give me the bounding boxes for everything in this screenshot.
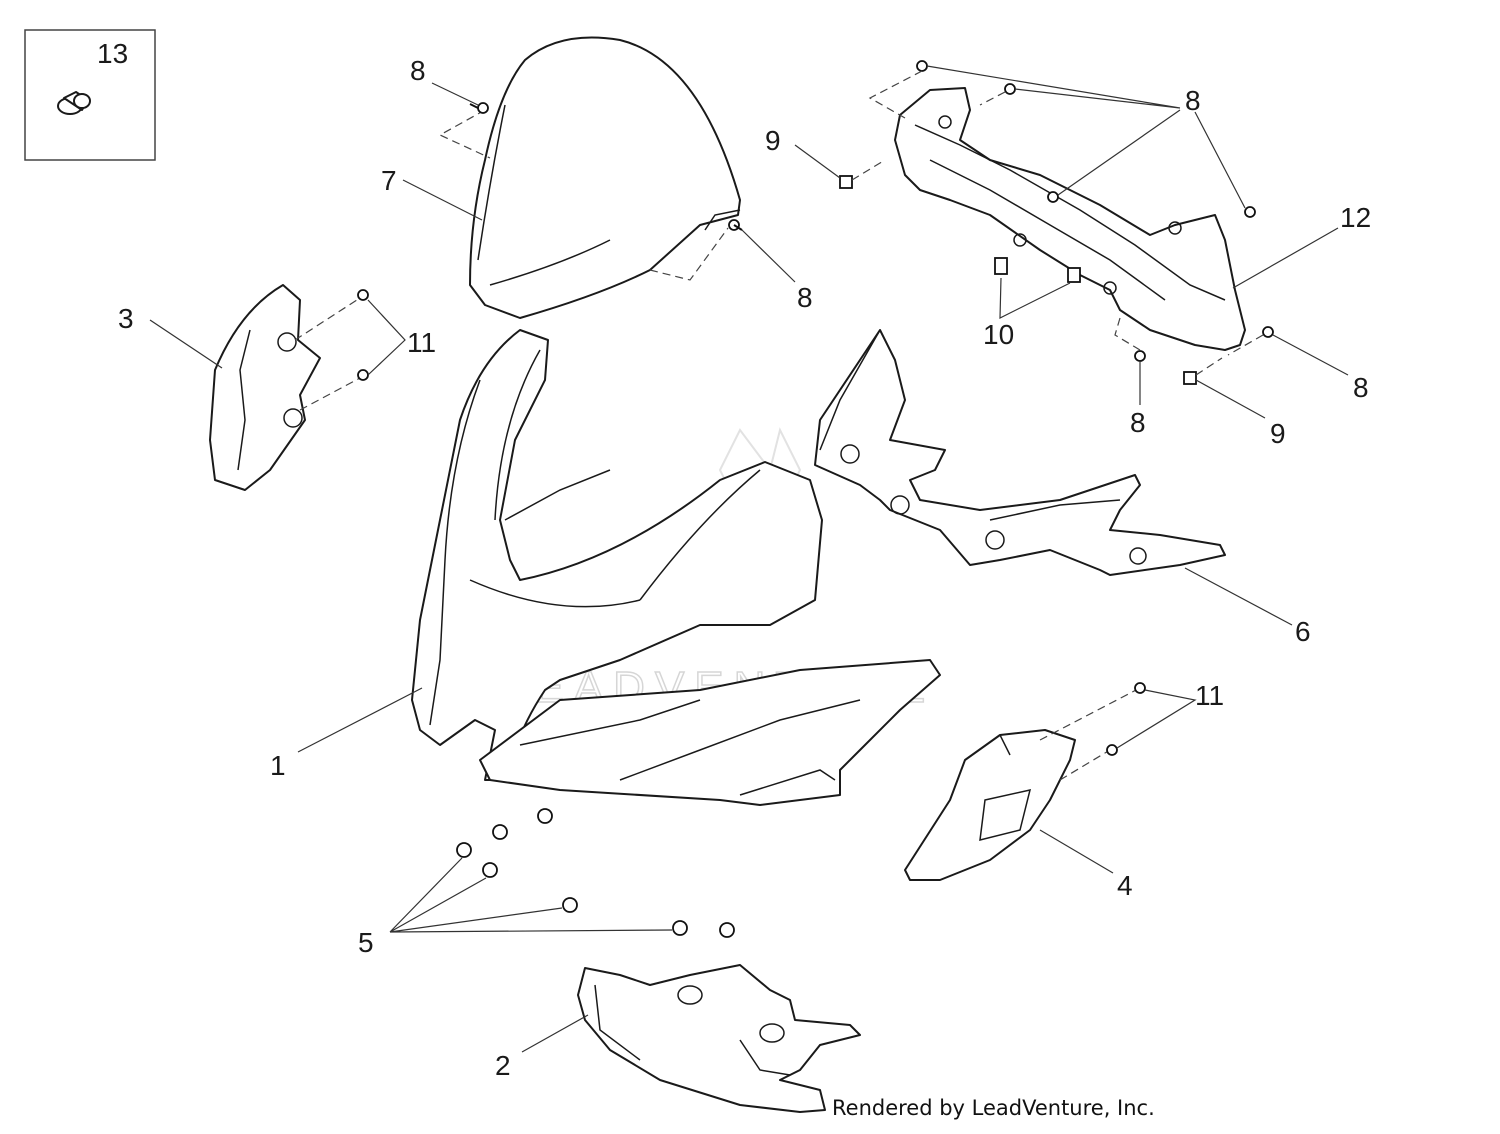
screw-11-right-lower [1106,744,1118,756]
screw-8-top [469,102,489,114]
nut-9-upper [839,175,853,189]
callout-13: 13 [97,38,128,69]
part-4-lower-panel [904,729,1076,881]
callout-1: 1 [270,750,286,781]
screw-11-right-upper [1134,682,1146,694]
callout-8-lower-right: 8 [1353,372,1369,403]
callout-9-lower: 9 [1270,418,1286,449]
callout-11-right: 11 [1195,680,1224,711]
callout-2: 2 [495,1050,511,1081]
callout-8-windscreen-top: 8 [410,55,426,86]
screw-8-bracket-d [1244,206,1256,218]
callout-8-bracket-top: 8 [1185,85,1201,116]
part-12-frame-bracket [894,87,1246,351]
screw-8-bracket-a [916,60,928,72]
render-credit: Rendered by LeadVenture, Inc. [832,1096,1155,1120]
part-6-support-bracket [814,329,1226,576]
screw-8-bracket-c [1047,191,1059,203]
part-1-front-fairing [411,329,823,781]
part-13-inset [24,29,156,161]
callout-4: 4 [1117,870,1133,901]
screw-8-lower-right [1262,326,1274,338]
callout-7: 7 [381,165,397,196]
nut-9-lower [1183,371,1197,385]
screw-8-bracket-b [1004,83,1016,95]
callout-8-windscreen-right: 8 [797,282,813,313]
callout-11-left: 11 [407,327,436,358]
part-1-chin [479,659,941,806]
part-7-windscreen [469,36,741,319]
clip-10-right [1067,267,1081,283]
screw-8-right [728,219,743,231]
callout-9-upper: 9 [765,125,781,156]
callout-10: 10 [983,319,1014,350]
callout-8-lower-middle: 8 [1130,407,1146,438]
callout-5: 5 [358,927,374,958]
screw-11-upper [357,289,369,301]
callout-3: 3 [118,303,134,334]
part-2-belly-pan [577,964,861,1113]
callout-12: 12 [1340,202,1371,233]
screw-8-lower-middle [1134,350,1146,362]
screw-11-lower [357,369,369,381]
part-3-side-panel [209,284,321,491]
fasteners-5 [456,808,735,938]
clip-10-left [994,257,1008,275]
callout-6: 6 [1295,616,1311,647]
